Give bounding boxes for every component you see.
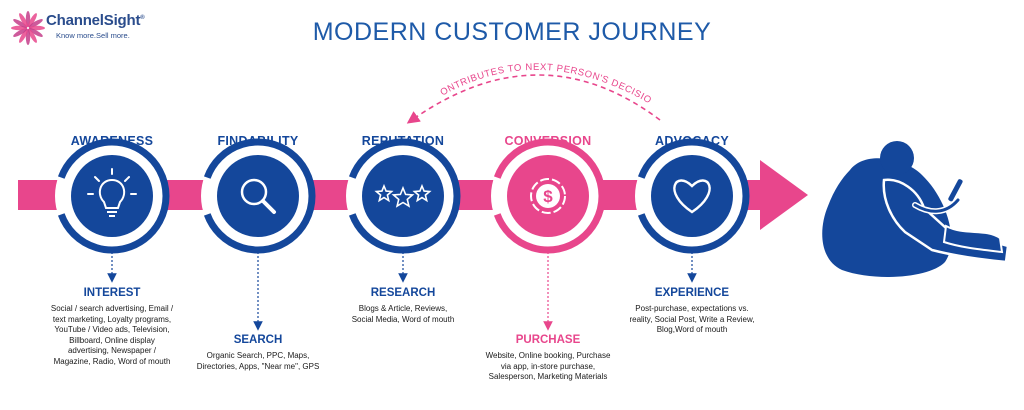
stars-icon — [374, 183, 432, 208]
stage-label-2: FINDABILITY — [217, 134, 299, 148]
stage-label-5: ADVOCACY — [655, 134, 729, 148]
description-line: Directories, Apps, "Near me", GPS — [196, 361, 320, 371]
feedback-arc-label: CONTRIBUTES TO NEXT PERSON'S DECISION — [0, 0, 654, 106]
description-line: text marketing, Loyalty programs, — [52, 314, 172, 324]
feedback-arc-arrow — [406, 74, 661, 124]
dollar-coin-icon: $ — [530, 178, 566, 214]
stage-description-3: Blogs & Article, Reviews,Social Media, W… — [319, 304, 487, 325]
logo-name: ChannelSight® — [46, 12, 145, 29]
page-title: MODERN CUSTOMER JOURNEY — [312, 18, 712, 46]
stage-ring-4: $ — [491, 138, 606, 331]
description-line: Magazine, Radio, Word of mouth — [53, 356, 171, 366]
logo-tagline: Know more.Sell more. — [56, 31, 130, 40]
stage-ring-2 — [201, 138, 316, 331]
description-line: Organic Search, PPC, Maps, — [206, 351, 310, 360]
heart-icon — [673, 179, 711, 214]
stage-label-1: AWARENESS — [70, 134, 154, 148]
stage-description-5: Post-purchase, expectations vs.reality, … — [608, 304, 776, 336]
description-line: Blog,Word of mouth — [656, 325, 728, 334]
description-line: Salesperson, Marketing Materials — [488, 372, 608, 381]
sub-stage-label-5: EXPERIENCE — [654, 287, 730, 299]
sub-stage-label-3: RESEARCH — [370, 287, 436, 299]
description-line: Social Media, Word of mouth — [351, 314, 455, 324]
stage-description-2: Organic Search, PPC, Maps,Directories, A… — [174, 351, 342, 372]
description-line: YouTube / Video ads, Television, — [54, 325, 170, 334]
description-line: advertising, Newspaper / — [67, 346, 157, 355]
stage-ring-1 — [55, 138, 170, 283]
description-line: Billboard, Online display — [69, 335, 155, 345]
stage-label-3: REPUTATION — [361, 134, 445, 148]
sub-stage-label-4: PURCHASE — [515, 334, 581, 346]
description-line: reality, Social Post, Write a Review, — [629, 314, 755, 324]
description-line: Blogs & Article, Reviews, — [358, 304, 448, 313]
stage-ring-5 — [635, 138, 750, 283]
person-beanbag-icon — [822, 141, 1010, 277]
stage-description-1: Social / search advertising, Email /text… — [28, 304, 196, 367]
description-line: Website, Online booking, Purchase — [485, 351, 611, 360]
channelsight-logo-icon — [11, 11, 45, 45]
lightbulb-icon — [87, 168, 137, 217]
stage-ring-3 — [346, 138, 461, 283]
sub-stage-label-2: SEARCH — [233, 334, 283, 346]
description-line: Post-purchase, expectations vs. — [635, 304, 749, 313]
description-line: Social / search advertising, Email / — [50, 304, 174, 313]
sub-stage-label-1: INTEREST — [83, 287, 141, 299]
description-line: via app, in-store purchase, — [500, 361, 596, 371]
svg-text:$: $ — [543, 187, 553, 206]
stage-label-4: CONVERSION — [504, 134, 592, 148]
magnifier-icon — [240, 178, 276, 214]
